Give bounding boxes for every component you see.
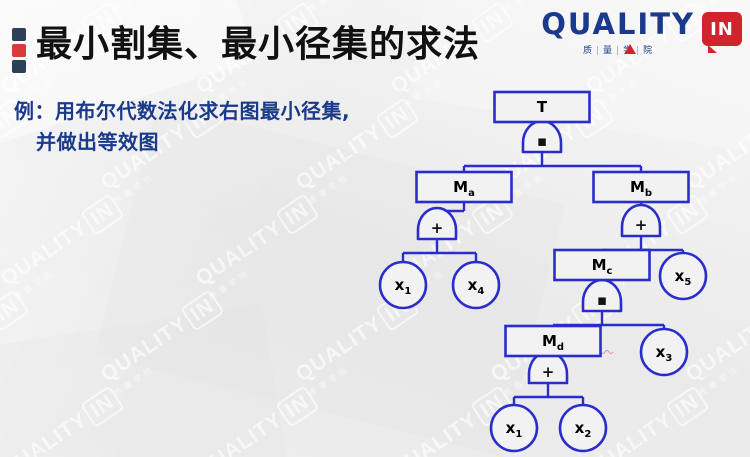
logo-text: QUALITY [541,7,695,41]
or-gate-icon [620,203,662,238]
tree-node-Mc: Mc [553,248,651,282]
node-box [553,248,651,282]
tree-gate-g_Ma: + [416,206,458,241]
tree-node-x1b: x1 [489,403,539,453]
subtitle-line-1: 例：用布尔代数法化求右图最小径集, [14,99,351,123]
gate-symbol: + [431,219,444,237]
tree-node-T: T [493,90,591,124]
gate-symbol: ▪ [597,291,607,309]
gate-symbol: + [542,363,555,381]
node-box [493,90,591,124]
logo-triangle-icon [624,44,637,54]
tree-gate-g_Md: + [527,350,569,385]
node-box [592,170,690,204]
brand-logo: QUALITY 质|量|学|院 IN [541,6,742,57]
bullet-marker [12,28,26,76]
tree-node-x2: x2 [558,403,608,453]
node-circle [639,327,689,377]
slide-subtitle: 例：用布尔代数法化求右图最小径集, 并做出等效图 [14,96,350,158]
gate-symbol: + [635,216,648,234]
tree-node-x3: x3 [639,327,689,377]
node-circle [489,403,539,453]
node-box [415,170,513,204]
logo-wordmark: QUALITY 质|量|学|院 [541,6,695,57]
logo-in-text: IN [710,18,734,40]
gate-symbol: ▪ [537,132,547,150]
logo-in-badge: IN [702,12,742,53]
node-circle [558,403,608,453]
bullet-square-bottom [12,60,26,73]
logo-sep-2: | [616,46,621,56]
logo-cn-char-4: 院 [643,46,654,56]
node-circle [658,251,708,301]
tree-gate-layer: ▪ + + ▪ + [416,119,662,385]
logo-sep-3: | [636,46,641,56]
tree-node-x5: x5 [658,251,708,301]
node-label: T [537,98,548,116]
tree-gate-g_Mb: + [620,203,662,238]
slide-header: 最小割集、最小径集的求法 QUALITY 质|量|学|院 IN [0,0,750,88]
logo-cn-char-2: 量 [603,46,614,56]
subtitle-line-2: 并做出等效图 [36,130,159,154]
page-title: 最小割集、最小径集的求法 [36,24,481,65]
node-circle [451,260,501,310]
or-gate-icon [416,206,458,241]
node-circle [378,260,428,310]
bullet-square-middle [12,44,26,57]
bullet-square-top [12,28,26,41]
tree-node-x4: x4 [451,260,501,310]
tree-node-Md: Md [504,324,602,358]
tree-node-Mb: Mb [592,170,690,204]
logo-cn-char-1: 质 [582,46,593,56]
tree-gate-g_T: ▪ [521,119,563,154]
tree-gate-g_Mc: ▪ [581,278,623,313]
logo-sep-1: | [596,46,601,56]
tree-node-Ma: Ma [415,170,513,204]
node-box [504,324,602,358]
tree-node-x1a: x1 [378,260,428,310]
